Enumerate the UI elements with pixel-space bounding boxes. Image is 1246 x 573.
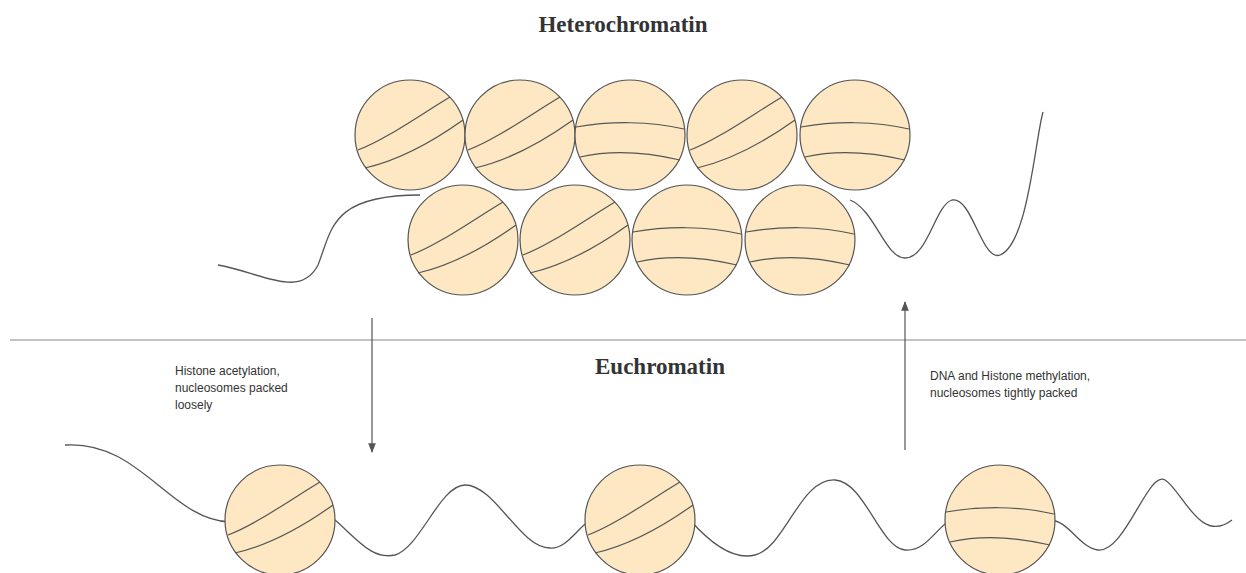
state-heading: Euchromatin [595,354,725,380]
transition-arrow [371,318,372,452]
transition-arrow [904,302,905,450]
process-note: DNA and Histone methylation, nucleosomes… [930,368,1125,402]
nucleosome-row [225,465,1055,573]
state-heading: Heterochromatin [538,12,707,38]
dna-strand [218,195,420,282]
process-note: Histone acetylation, nucleosomes packed … [175,363,305,413]
divider-line [10,339,1246,340]
nucleosome-cluster [355,80,910,295]
